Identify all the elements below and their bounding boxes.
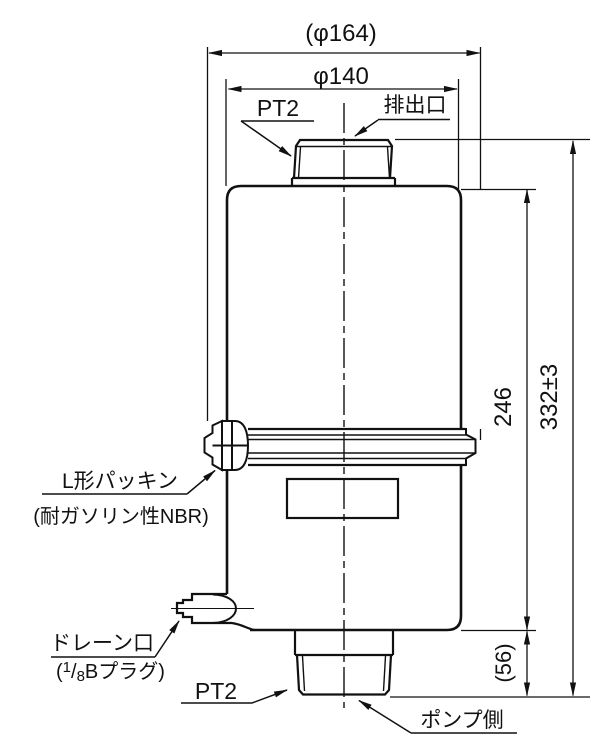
label-drain-port: ドレーン口: [50, 632, 154, 655]
label-bottom-port-thread: PT2: [195, 678, 237, 704]
label-outlet-port: 排出口: [384, 94, 447, 117]
dim-lower-height: (56): [491, 643, 516, 682]
dim-total-height: 332±3: [536, 364, 563, 431]
clamp-lever-and-packing: [203, 419, 250, 472]
drain-plug-slash: /: [71, 661, 77, 683]
filter-body: [175, 138, 477, 696]
drawing-text: (φ164) φ140 PT2 排出口 246 332±3 (56) L形パッキ…: [33, 20, 563, 732]
dim-outer-diameter: (φ164): [305, 20, 377, 47]
drain-plug-numerator: 1: [63, 659, 71, 676]
dim-body-diameter: φ140: [313, 63, 369, 90]
drain-plug-rest: Bプラグ): [85, 660, 165, 683]
center-lines: [171, 103, 345, 708]
label-packing-material-note: (耐ガソリン性NBR): [33, 505, 209, 528]
dimension-lines: [206, 47, 590, 698]
leader-lines: [42, 118, 517, 734]
clamp-band: [248, 427, 477, 467]
drain-plug-open-paren: (: [56, 661, 63, 683]
body-shell-outline: [225, 184, 463, 632]
label-drain-plug: (1/8Bプラグ): [56, 659, 165, 685]
drain-plug-denominator: 8: [77, 668, 85, 685]
label-top-port-thread: PT2: [257, 95, 299, 121]
label-pump-side: ポンプ側: [420, 709, 503, 732]
dim-body-height: 246: [490, 387, 517, 427]
nameplate: [285, 477, 400, 520]
drain-boss: [175, 592, 255, 632]
label-packing: L形パッキン: [62, 470, 178, 493]
